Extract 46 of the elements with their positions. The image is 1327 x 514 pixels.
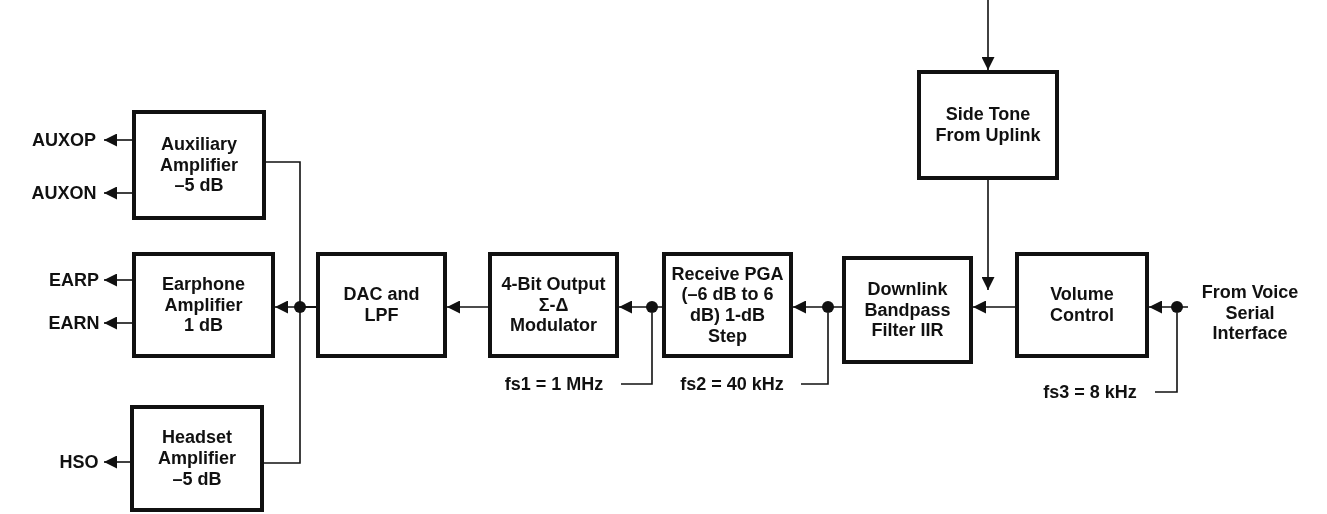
connector-line bbox=[263, 306, 317, 464]
box-label: Side Tone From Uplink bbox=[934, 104, 1042, 146]
arrow bbox=[103, 133, 133, 147]
arrow bbox=[618, 300, 663, 314]
connector-line bbox=[1154, 312, 1178, 393]
process-box bbox=[662, 252, 793, 358]
signal-label: AUXOP bbox=[28, 129, 100, 151]
signal-label: AUXON bbox=[28, 182, 100, 204]
arrow bbox=[446, 300, 489, 314]
arrow bbox=[103, 316, 133, 330]
signal-label: EARN bbox=[48, 312, 100, 334]
process-box bbox=[488, 252, 619, 358]
junction-dot bbox=[822, 301, 834, 313]
box-label: Earphone Amplifier 1 dB bbox=[161, 273, 246, 337]
process-box bbox=[842, 256, 973, 364]
connector-line bbox=[620, 312, 653, 385]
process-box bbox=[132, 110, 266, 220]
arrow bbox=[981, 0, 995, 71]
junction-dot bbox=[646, 301, 658, 313]
signal-label: EARP bbox=[48, 269, 100, 291]
arrow bbox=[1148, 300, 1189, 314]
arrow bbox=[792, 300, 843, 314]
signal-label: HSO bbox=[58, 451, 100, 473]
arrow bbox=[981, 179, 995, 291]
box-label: Volume Control bbox=[1049, 284, 1115, 326]
process-box bbox=[130, 405, 264, 512]
process-box bbox=[316, 252, 447, 358]
signal-label: fs3 = 8 kHz bbox=[1030, 381, 1150, 403]
process-box bbox=[917, 70, 1059, 180]
box-label: 4-Bit Output Σ-Δ Modulator bbox=[500, 273, 607, 337]
junction-dot bbox=[1171, 301, 1183, 313]
signal-label: fs2 = 40 kHz bbox=[668, 373, 796, 395]
box-label: Auxiliary Amplifier –5 dB bbox=[159, 133, 239, 197]
process-box bbox=[1015, 252, 1149, 358]
arrow bbox=[103, 455, 131, 469]
box-label: Headset Amplifier –5 dB bbox=[157, 427, 237, 490]
arrow bbox=[103, 186, 133, 200]
process-box bbox=[132, 252, 275, 358]
connector-line bbox=[800, 312, 829, 385]
signal-label: From Voice Serial Interface bbox=[1194, 278, 1306, 348]
box-label: Receive PGA (–6 dB to 6 dB) 1-dB Step bbox=[670, 263, 785, 347]
signal-label: fs1 = 1 MHz bbox=[492, 373, 616, 395]
box-label: DAC and LPF bbox=[342, 284, 421, 326]
box-label: Downlink Bandpass Filter IIR bbox=[863, 278, 952, 342]
arrow bbox=[972, 300, 1016, 314]
arrow bbox=[103, 273, 133, 287]
